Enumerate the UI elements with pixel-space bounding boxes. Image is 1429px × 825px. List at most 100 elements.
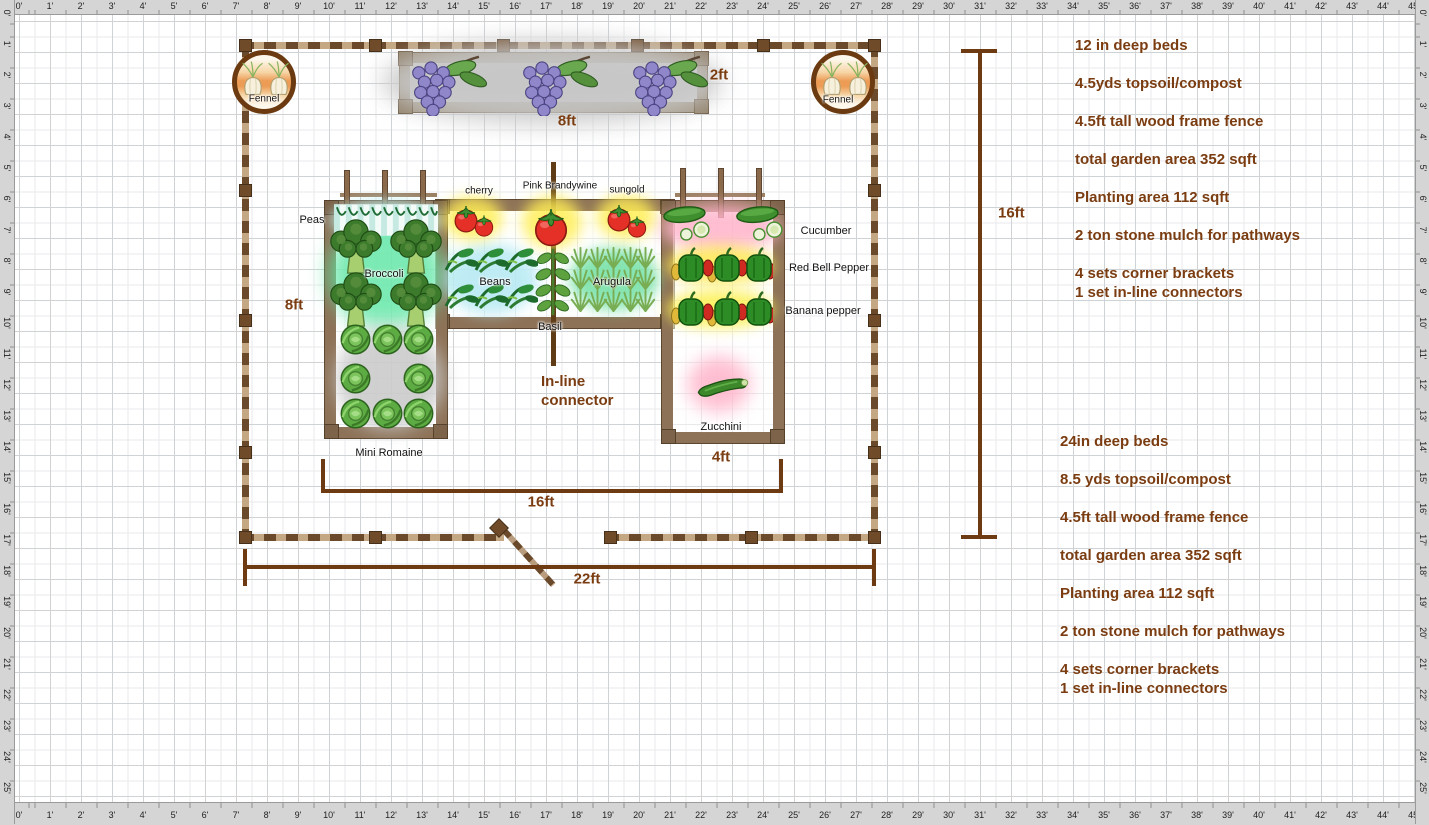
grape-plant-icon[interactable] — [632, 55, 711, 117]
zucchini-plant-icon[interactable] — [697, 378, 749, 398]
dimension-cap[interactable] — [321, 459, 325, 493]
fence-post — [868, 314, 881, 327]
dimension-label-16ft-vertical[interactable]: 16ft — [998, 204, 1025, 222]
romaine-plant-icon[interactable] — [403, 363, 434, 394]
romaine-plant-icon[interactable] — [403, 324, 434, 355]
spec-notes-top: 12 in deep beds 4.5yds topsoil/compost 4… — [1075, 36, 1300, 321]
dimension-label-4ft[interactable]: 4ft — [711, 448, 731, 466]
spec-note[interactable]: total garden area 352 sqft — [1060, 547, 1242, 564]
dimension-line-garden-width[interactable] — [243, 565, 876, 569]
fence-post — [239, 184, 252, 197]
in-line-connector-line1: In-line — [541, 373, 586, 390]
ruler-bottom: 0'1'2'3'4'5'6'7'8'9'10'11'12'13'14'15'16… — [0, 802, 1429, 825]
grape-plant-icon[interactable] — [411, 55, 490, 117]
fennel-plant-icon[interactable] — [846, 60, 869, 96]
fence-post — [868, 39, 881, 52]
ruler-right: 0'1'2'3'4'5'6'7'8'9'10'11'12'13'14'15'16… — [1415, 0, 1429, 824]
dimension-label-2ft[interactable]: 2ft — [709, 66, 729, 84]
spec-note[interactable]: Planting area 112 sqft — [1075, 189, 1230, 206]
pink-brandywine-label: Pink Brandywine — [522, 180, 598, 192]
dimension-cap[interactable] — [779, 459, 783, 493]
arugula-plant-icon[interactable] — [570, 267, 591, 290]
spec-note[interactable]: 4 sets corner brackets — [1075, 265, 1235, 282]
bean-plant-icon[interactable] — [474, 246, 510, 274]
arugula-plant-icon[interactable] — [570, 246, 591, 269]
cucumber-plant-icon[interactable] — [735, 204, 783, 241]
dimension-label-16ft-beds[interactable]: 16ft — [527, 493, 555, 511]
fennel-planter[interactable] — [811, 50, 875, 114]
romaine-plant-icon[interactable] — [340, 363, 371, 394]
red-bell-pepper-row-icon[interactable] — [671, 247, 776, 283]
romaine-plant-icon[interactable] — [372, 324, 403, 355]
fence-post — [239, 39, 252, 52]
cherry-tomato-icon[interactable] — [454, 205, 478, 233]
fence-post — [757, 39, 770, 52]
dimension-label-22ft[interactable]: 22ft — [573, 570, 601, 588]
spec-note[interactable]: 4 sets corner brackets — [1060, 661, 1220, 678]
romaine-plant-icon[interactable] — [340, 324, 371, 355]
fence-bottom-right-segment[interactable] — [607, 534, 878, 541]
ruler-right-ticks — [1416, 14, 1420, 802]
banana-pepper-row-icon[interactable] — [671, 291, 776, 327]
ruler-left-ticks — [10, 14, 14, 802]
romaine-plant-icon[interactable] — [372, 398, 403, 429]
arugula-plant-icon[interactable] — [587, 289, 608, 312]
romaine-plant-icon[interactable] — [340, 398, 371, 429]
fence-post — [239, 531, 252, 544]
spec-note[interactable]: 12 in deep beds — [1075, 37, 1188, 54]
spec-note[interactable]: 8.5 yds topsoil/compost — [1060, 471, 1231, 488]
cucumber-plant-icon[interactable] — [662, 204, 710, 241]
broccoli-plant-icon[interactable] — [330, 272, 382, 327]
spec-note[interactable]: 4.5ft tall wood frame fence — [1075, 113, 1264, 130]
cherry-tomato-icon[interactable] — [474, 214, 494, 237]
bean-plant-icon[interactable] — [504, 246, 540, 274]
dimension-label-8ft-left-bed[interactable]: 8ft — [284, 296, 304, 314]
fence-right-segment[interactable] — [871, 42, 878, 541]
fence-post — [369, 531, 382, 544]
dimension-line-garden-height[interactable] — [978, 49, 982, 539]
fence-left-segment[interactable] — [242, 42, 249, 541]
dimension-label-8ft-top-bed[interactable]: 8ft — [557, 112, 577, 130]
romaine-plant-icon[interactable] — [403, 398, 434, 429]
arugula-plant-icon[interactable] — [587, 246, 608, 269]
bean-plant-icon[interactable] — [504, 282, 540, 310]
broccoli-plant-icon[interactable] — [390, 272, 442, 327]
basil-plant-icon[interactable] — [534, 247, 572, 317]
bean-plant-icon[interactable] — [444, 246, 480, 274]
fennel-plant-icon[interactable] — [267, 60, 290, 96]
sungold-tomato-icon[interactable] — [627, 215, 647, 238]
brandywine-tomato-icon[interactable] — [534, 208, 568, 247]
spec-note[interactable]: 24in deep beds — [1060, 433, 1169, 450]
sungold-tomato-icon[interactable] — [607, 204, 631, 232]
spec-note[interactable]: 1 set in-line connectors — [1060, 680, 1228, 697]
bed-corner-bracket — [770, 429, 785, 444]
bed-corner-bracket — [324, 424, 339, 439]
fence-post — [369, 39, 382, 52]
spec-note[interactable]: 4.5ft tall wood frame fence — [1060, 509, 1249, 526]
dimension-line-beds-span[interactable] — [321, 489, 783, 493]
spec-note[interactable]: Planting area 112 sqft — [1060, 585, 1215, 602]
fence-post — [239, 314, 252, 327]
arugula-plant-icon[interactable] — [570, 289, 591, 312]
banana-pepper-label: Banana pepper — [785, 305, 861, 317]
bean-plant-icon[interactable] — [444, 282, 480, 310]
fennel-plant-icon[interactable] — [820, 60, 843, 96]
bed-corner-bracket — [661, 429, 676, 444]
spec-note[interactable]: total garden area 352 sqft — [1075, 151, 1257, 168]
spec-note[interactable]: 4.5yds topsoil/compost — [1075, 75, 1242, 92]
dimension-cap[interactable] — [961, 535, 997, 539]
fence-post — [868, 531, 881, 544]
spec-note[interactable]: 2 ton stone mulch for pathways — [1075, 227, 1301, 244]
spec-note[interactable]: 2 ton stone mulch for pathways — [1060, 623, 1286, 640]
bed-corner-bracket — [433, 424, 448, 439]
beans-label: Beans — [479, 276, 511, 288]
arugula-plant-icon[interactable] — [603, 289, 624, 312]
arugula-plant-icon[interactable] — [603, 246, 624, 269]
fennel-plant-icon[interactable] — [241, 60, 264, 96]
fennel-label: Fennel — [822, 94, 854, 106]
spec-note[interactable]: 1 set in-line connectors — [1075, 284, 1243, 301]
grape-plant-icon[interactable] — [522, 55, 601, 117]
ruler-top-ticks — [14, 10, 1415, 14]
